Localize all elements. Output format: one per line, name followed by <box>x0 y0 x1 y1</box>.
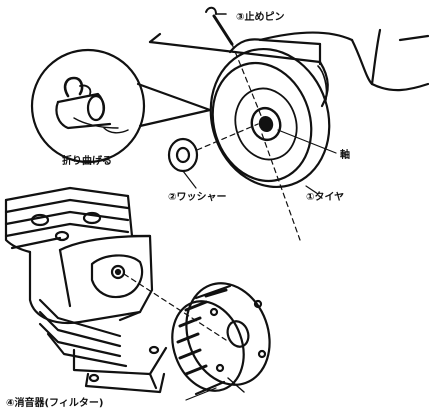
tire-label: ①タイヤ <box>306 191 344 203</box>
tire-wheel <box>209 47 331 189</box>
filter-label: ④消音器(フィルター) <box>6 396 103 409</box>
stop-pin <box>205 6 263 119</box>
washer <box>167 137 199 173</box>
muffler-filter <box>171 282 271 396</box>
bend-detail-callout <box>30 48 212 164</box>
washer-label: ②ワッシャー <box>168 191 226 203</box>
stop-pin-label: ③止めピン <box>236 10 284 23</box>
bend-label: 折り曲げる <box>62 154 112 167</box>
shaft-label: 軸 <box>340 148 350 161</box>
engine-cylinder <box>4 186 168 394</box>
machine-body <box>148 28 429 108</box>
